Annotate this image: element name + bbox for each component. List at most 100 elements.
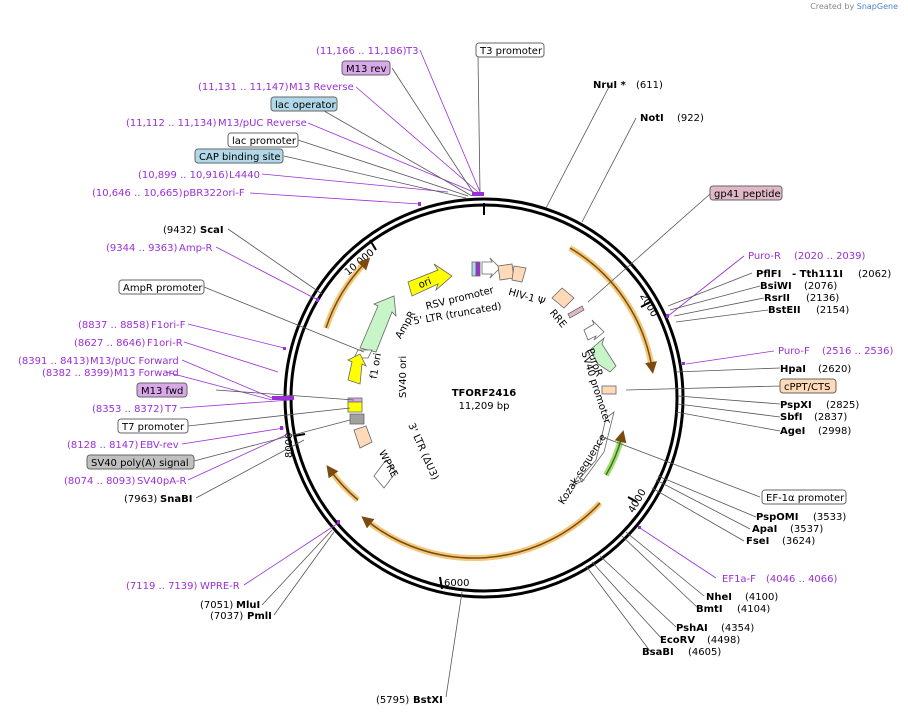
noti-site: NotI xyxy=(640,113,664,124)
cppt-box xyxy=(779,378,837,394)
t7-promoter-feature xyxy=(347,401,363,413)
f1orir-primer: F1ori-R xyxy=(147,338,183,349)
f1orif-primer: F1ori-F xyxy=(151,320,186,331)
sbfi-site: SbfI xyxy=(780,412,802,423)
sbfi-pos: (2837) xyxy=(814,412,847,423)
apai-site: ApaI xyxy=(752,524,777,535)
pbr-coord: (10,646 .. 10,665) xyxy=(92,188,183,199)
rsrii-site: RsrII xyxy=(764,293,790,304)
pflfi-site: PflFI xyxy=(756,269,781,280)
sv40-promoter-feature xyxy=(583,319,605,341)
cppt-text: cPPT/CTS xyxy=(784,382,830,393)
primer-labels: (11,166 .. 11,186) T3 (11,131 .. 11,147)… xyxy=(18,46,894,592)
lac-cluster-feature xyxy=(471,261,477,277)
rsv-promoter-feature xyxy=(481,257,501,279)
orf-arcs xyxy=(323,245,657,562)
sv40pa-feature xyxy=(349,413,365,425)
hpai-site: HpaI xyxy=(780,364,806,375)
nrui-pos: (611) xyxy=(636,80,663,91)
f1orif-coord: (8837 .. 8858) xyxy=(78,320,150,331)
ori-feature xyxy=(407,263,453,297)
wprer-coord: (7119 .. 7139) xyxy=(126,581,198,592)
ruler-ticks xyxy=(293,203,651,590)
purof-primer: Puro-F xyxy=(778,346,810,357)
sv40-ori-label: SV40 ori xyxy=(398,356,409,398)
snabi-site: SnaBI xyxy=(160,494,192,505)
ampr-primer-coord: (9344 .. 9363) xyxy=(106,243,178,254)
ampr-feature xyxy=(359,295,397,353)
orf-arc-main xyxy=(364,500,603,562)
m13pucf-coord: (8391 .. 8413) xyxy=(18,356,90,367)
tick-8000: 8000 xyxy=(284,433,295,458)
bsabi-site: BsaBI xyxy=(642,647,674,658)
t7-promoter-text: T7 promoter xyxy=(121,422,185,433)
tth-pos: (2062) xyxy=(858,269,891,280)
lac-promoter-text: lac promoter xyxy=(232,136,297,147)
pspxi-site: PspXI xyxy=(780,400,812,411)
bstxi-site: BstXI xyxy=(413,695,443,706)
boxed-labels: T3 promoter M13 rev lac operator lac pro… xyxy=(86,42,847,505)
pspomi-site: PspOMI xyxy=(756,512,798,523)
tth-site: - Tth111I xyxy=(792,269,843,280)
restriction-sites: (9432) ScaI (7963) SnaBI (7051) MluI (70… xyxy=(124,80,891,706)
m13pucf-primer: M13/pUC Forward xyxy=(90,356,179,367)
scai-pos: (9432) xyxy=(163,225,196,236)
sv40pa-text: SV40 poly(A) signal xyxy=(91,458,189,469)
l4440-coord: (10,899 .. 10,916) xyxy=(138,170,229,181)
t3-promoter-box xyxy=(475,42,545,58)
m13-rev-text: M13 rev xyxy=(346,64,387,75)
bsteii-pos: (2154) xyxy=(816,305,849,316)
ef1af-primer: EF1a-F xyxy=(722,574,756,585)
puror-feature xyxy=(589,336,617,373)
agei-pos: (2998) xyxy=(818,426,851,437)
f1-ori-feature xyxy=(347,353,367,385)
bsiwi-site: BsiWI xyxy=(760,281,792,292)
rre-feature xyxy=(551,287,575,309)
cap-text: CAP binding site xyxy=(199,152,281,163)
m13-reverse-coord: (11,131 .. 11,147) xyxy=(198,82,289,93)
ef1a-promoter-feature xyxy=(570,411,615,487)
fsei-pos: (3624) xyxy=(782,536,815,547)
pbr-primer: pBR322ori-F xyxy=(183,188,245,199)
credit-prefix: Created by xyxy=(810,2,855,11)
tick-6000: 6000 xyxy=(444,578,469,589)
gp41-box xyxy=(709,185,783,201)
m13-fwd-box xyxy=(136,382,188,398)
l4440-primer: L4440 xyxy=(229,170,260,181)
pshai-pos: (4354) xyxy=(721,623,754,634)
lac-operator-text: lac operator xyxy=(275,100,336,111)
ampr-promoter-text: AmpR promoter xyxy=(123,283,203,294)
ef1a-promoter-text: EF-1α promoter xyxy=(766,493,845,504)
apai-pos: (3537) xyxy=(790,524,823,535)
bsabi-pos: (4605) xyxy=(688,647,721,658)
scai-site: ScaI xyxy=(200,225,224,236)
m13puc-rev-primer: M13/pUC Reverse xyxy=(218,118,307,129)
nhei-pos: (4100) xyxy=(745,592,778,603)
m13-rev-box xyxy=(341,60,391,76)
sv40par-coord: (8074 .. 8093) xyxy=(64,476,136,487)
leader-lines xyxy=(165,49,781,698)
t7-coord: (8353 .. 8372) xyxy=(92,404,164,415)
ampr-promoter-box xyxy=(118,279,205,295)
orf-arc-green xyxy=(603,435,625,477)
snapgene-logo: SnapGene xyxy=(856,2,898,11)
hpai-pos: (2620) xyxy=(818,364,851,375)
ef1a-promoter-box xyxy=(761,489,847,505)
ecorv-site: EcoRV xyxy=(660,635,695,646)
lac-operator-box xyxy=(270,96,338,112)
bmti-site: BmtI xyxy=(696,604,723,615)
snabi-pos: (7963) xyxy=(124,494,157,505)
bsiwi-pos: (2076) xyxy=(804,281,837,292)
agei-site: AgeI xyxy=(780,426,805,437)
m13-reverse-primer: M13 Reverse xyxy=(289,82,354,93)
feature-shapes xyxy=(347,257,617,489)
wpre-feature xyxy=(373,459,397,489)
pspxi-pos: (2825) xyxy=(826,400,859,411)
bstxi-pos: (5795) xyxy=(376,695,409,706)
bsteii-site: BstEII xyxy=(768,305,801,316)
nrui-site: NruI * xyxy=(593,80,627,91)
m13-fwd-text: M13 fwd xyxy=(141,386,183,397)
nhei-site: NheI xyxy=(706,592,732,603)
bmti-pos: (4104) xyxy=(737,604,770,615)
fsei-site: FseI xyxy=(746,536,769,547)
